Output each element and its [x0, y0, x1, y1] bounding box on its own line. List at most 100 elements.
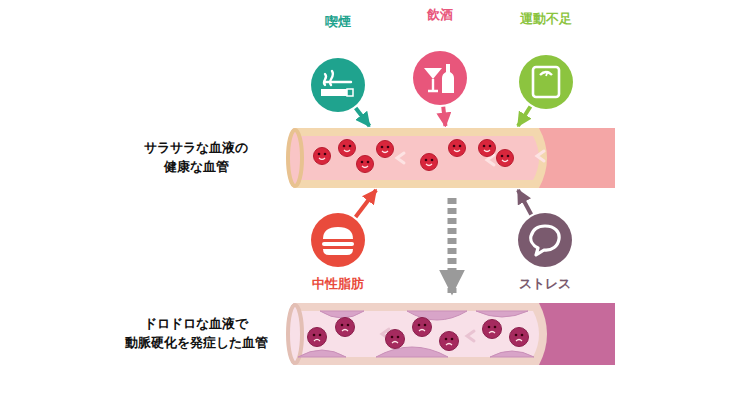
circle-shape	[519, 55, 573, 109]
blood-vessel: ドロドロな血液で 動脈硬化を発症した血管	[287, 303, 617, 365]
bottle	[442, 64, 454, 93]
vessel-label: ドロドロな血液で 動脈硬化を発症した血管	[121, 315, 271, 353]
cell-mouth	[314, 340, 320, 342]
circle-fill	[311, 58, 365, 112]
cell-mouth	[342, 330, 348, 332]
cell-body	[357, 156, 374, 173]
vessel-shape	[287, 303, 617, 365]
cell-body	[314, 148, 331, 165]
cell-eye	[425, 159, 428, 162]
circle-shape	[518, 213, 572, 267]
bun-top	[323, 227, 353, 239]
scale-needle	[546, 71, 548, 76]
blood-cell	[308, 328, 327, 347]
cell-eye	[367, 161, 370, 164]
factor-label: 飲酒	[427, 6, 453, 25]
cell-body	[336, 318, 355, 337]
cell-mouth	[362, 166, 368, 168]
risk-arrow	[356, 190, 377, 217]
blood-cell	[479, 140, 496, 157]
cell-mouth	[489, 332, 495, 334]
risk-factor-circle: 喫煙	[311, 58, 365, 112]
glass-stem	[428, 79, 438, 91]
cell-mouth	[454, 150, 460, 152]
cell-eye	[451, 338, 454, 341]
cell-eye	[347, 324, 350, 327]
cell-eye	[521, 334, 524, 337]
cell-body	[479, 140, 496, 157]
cell-eye	[381, 146, 384, 149]
cell-body	[440, 332, 459, 351]
icon-speech	[531, 226, 559, 255]
blood-cell	[386, 330, 405, 349]
cell-eye	[424, 324, 427, 327]
vessel-lumen	[295, 311, 539, 357]
cell-body	[386, 330, 405, 349]
blood-vessel: サラサラな血液の 健康な血管	[287, 128, 617, 188]
speech-bubble	[531, 226, 559, 255]
blood-cell	[497, 150, 514, 167]
cell-body	[510, 328, 529, 347]
circle-shape	[413, 51, 467, 105]
blood-cell	[377, 141, 394, 158]
vessel-lumen	[295, 136, 539, 180]
cell-mouth	[319, 158, 325, 160]
risk-factor-circle: 飲酒	[413, 51, 467, 105]
vessel-wall-section	[287, 303, 547, 365]
vessel-opening	[288, 305, 302, 363]
circle-fill	[413, 51, 467, 105]
factor-label: 喫煙	[325, 13, 351, 32]
blood-cell	[483, 320, 502, 339]
cell-mouth	[426, 164, 432, 166]
cell-body	[377, 141, 394, 158]
blood-cell	[440, 332, 459, 351]
cell-body	[449, 140, 466, 157]
cigarette-filter	[347, 89, 353, 96]
risk-arrow	[356, 108, 370, 126]
cell-eye	[489, 145, 492, 148]
progression-arrow	[448, 198, 457, 293]
cell-body	[413, 318, 432, 337]
plaque	[490, 351, 534, 357]
cell-mouth	[484, 150, 490, 152]
circle-shape	[311, 58, 365, 112]
cell-eye	[418, 324, 421, 327]
cell-eye	[507, 155, 510, 158]
circle-fill	[519, 55, 573, 109]
cell-eye	[361, 161, 364, 164]
patty	[322, 242, 354, 246]
vessel-shape	[287, 128, 617, 188]
circle-shape	[311, 213, 365, 267]
cigarette	[321, 89, 353, 96]
risk-arrow	[518, 190, 531, 214]
risk-factor-circle: 運動不足	[519, 55, 573, 109]
blood-cell	[510, 328, 529, 347]
icon-scale	[533, 67, 559, 97]
risk-arrow	[518, 106, 530, 126]
plaque	[320, 311, 364, 318]
cell-eye	[515, 334, 518, 337]
scale-body	[533, 67, 559, 97]
vessel-label: サラサラな血液の 健康な血管	[121, 139, 271, 177]
cell-mouth	[419, 330, 425, 332]
blood-cell	[421, 154, 438, 171]
risk-arrow	[443, 107, 445, 126]
flow-chevron	[467, 331, 474, 341]
plaque	[407, 311, 467, 320]
cell-eye	[483, 145, 486, 148]
cell-eye	[341, 324, 344, 327]
cell-eye	[397, 336, 400, 339]
blood-cell	[336, 318, 355, 337]
cell-body	[339, 140, 356, 157]
cell-eye	[445, 338, 448, 341]
cell-mouth	[392, 342, 398, 344]
blood-cell	[357, 156, 374, 173]
bun-bottom	[323, 249, 353, 255]
cell-body	[308, 328, 327, 347]
vessel-outer	[287, 303, 615, 365]
icon-smoke	[321, 71, 353, 96]
cell-eye	[319, 334, 322, 337]
cell-mouth	[446, 344, 452, 346]
cell-eye	[343, 145, 346, 148]
blood-cell	[314, 148, 331, 165]
